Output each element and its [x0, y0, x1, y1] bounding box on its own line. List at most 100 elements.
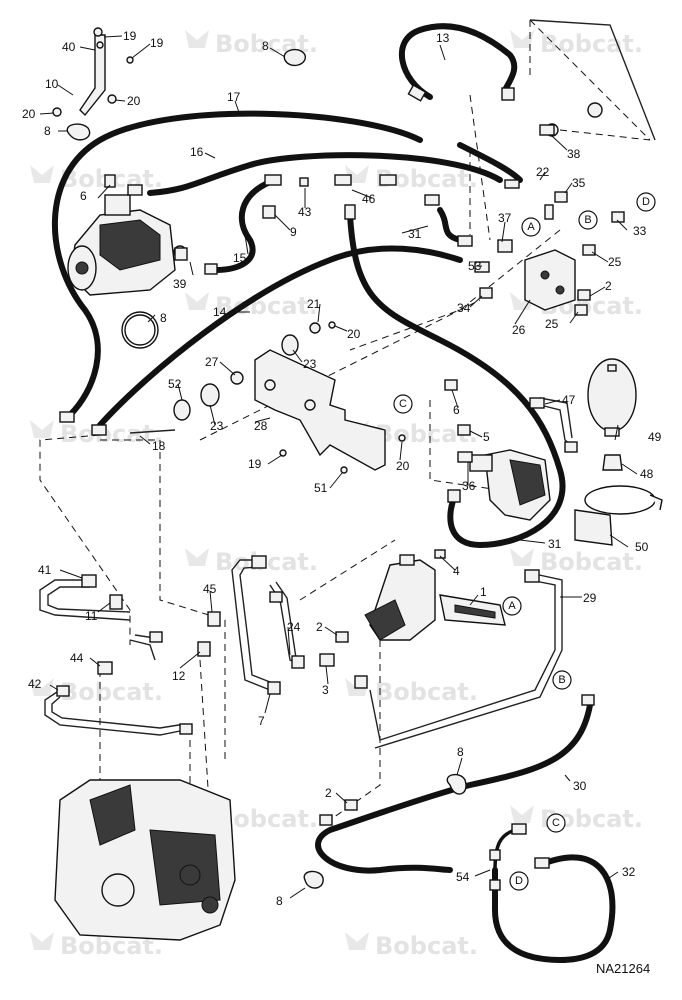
hydraulic-pump-icon — [67, 194, 187, 296]
bobcat-logo-icon — [185, 292, 209, 310]
svg-text:D: D — [515, 875, 523, 887]
watermark-text: Bobcat. — [60, 420, 163, 448]
hose-32 — [492, 854, 616, 963]
leader-lines — [39, 35, 638, 899]
rigid-tubes — [39, 397, 576, 749]
callout-11: 11 — [85, 609, 98, 623]
bobcat-logo-icon — [345, 932, 369, 950]
callout-35: 35 — [572, 176, 586, 190]
svg-text:B: B — [558, 674, 565, 686]
connector-d-upper: D — [636, 192, 656, 212]
svg-text:C: C — [399, 398, 407, 410]
callout-8: 8 — [457, 745, 464, 759]
bobcat-logo-icon — [185, 30, 209, 48]
isolator-23-lower — [129, 371, 244, 434]
callout-20: 20 — [127, 94, 141, 108]
callout-42: 42 — [28, 677, 42, 691]
callout-labels: 40 19 19 10 20 20 8 8 17 16 13 22 35 38 … — [22, 29, 662, 908]
callout-45: 45 — [203, 582, 217, 596]
callout-50: 50 — [635, 540, 649, 554]
callout-14: 14 — [213, 305, 227, 319]
callout-24: 24 — [287, 620, 301, 634]
connector-b-upper: B — [578, 210, 598, 230]
callout-47: 47 — [562, 393, 576, 407]
callout-9: 9 — [290, 225, 297, 239]
callout-36: 36 — [462, 479, 476, 493]
clamp-8-mid — [446, 773, 467, 795]
hose-16 — [147, 152, 503, 196]
callout-8: 8 — [262, 39, 269, 53]
callout-25: 25 — [545, 317, 559, 331]
callout-23: 23 — [210, 419, 224, 433]
callout-31: 31 — [408, 227, 422, 241]
callout-6: 6 — [80, 189, 87, 203]
callout-26: 26 — [512, 323, 526, 337]
watermark-layer: Bobcat. Bobcat. Bobcat. Bobcat. Bobcat. … — [30, 30, 643, 960]
bracket-50 — [574, 485, 663, 546]
svg-text:B: B — [584, 214, 591, 226]
callout-3: 3 — [322, 683, 329, 697]
accumulator-49 — [587, 358, 637, 471]
clamp-8-left — [66, 123, 91, 141]
connector-b-lower: B — [552, 670, 572, 690]
hose-clamp-8 — [121, 311, 159, 349]
callout-5: 5 — [483, 430, 490, 444]
callout-48: 48 — [640, 467, 654, 481]
callout-38: 38 — [567, 147, 581, 161]
callout-10: 10 — [45, 77, 59, 91]
bobcat-logo-icon — [30, 420, 54, 438]
callout-32: 32 — [622, 865, 636, 879]
hose-31-lower — [347, 212, 566, 548]
bobcat-logo-icon — [30, 932, 54, 950]
bracket-40 — [79, 34, 106, 117]
svg-text:D: D — [642, 196, 650, 208]
callout-18: 18 — [152, 439, 166, 453]
bobcat-logo-icon — [30, 678, 54, 696]
callout-8: 8 — [160, 311, 167, 325]
callout-1: 1 — [480, 585, 487, 599]
callout-20: 20 — [347, 327, 361, 341]
callout-19: 19 — [150, 36, 164, 50]
callout-13: 13 — [436, 31, 450, 45]
watermark-text: Bobcat. — [375, 932, 478, 960]
callout-53: 53 — [468, 259, 482, 273]
callout-46: 46 — [362, 192, 376, 206]
hose-15 — [212, 179, 273, 273]
callout-43: 43 — [298, 205, 312, 219]
callout-8: 8 — [44, 124, 51, 138]
callout-12: 12 — [172, 669, 186, 683]
bobcat-logo-icon — [30, 165, 54, 183]
callout-19: 19 — [123, 29, 137, 43]
transmission-housing — [54, 779, 236, 941]
callout-54: 54 — [456, 870, 470, 884]
fittings — [52, 27, 625, 891]
bobcat-logo-icon — [510, 292, 534, 310]
callout-52: 52 — [168, 377, 182, 391]
callout-19: 19 — [248, 457, 262, 471]
callout-23: 23 — [303, 357, 317, 371]
hose-30 — [315, 702, 593, 874]
callout-15: 15 — [233, 251, 247, 265]
connector-c-mid: C — [393, 394, 413, 414]
bobcat-logo-icon — [510, 805, 534, 823]
clamp-8-bottom — [303, 870, 324, 889]
hose-13 — [399, 23, 518, 100]
control-valve — [364, 554, 506, 641]
callout-7: 7 — [258, 714, 265, 728]
watermark-text: Bobcat. — [540, 548, 643, 576]
svg-text:A: A — [508, 600, 516, 612]
hose-14 — [97, 245, 463, 428]
callout-33: 33 — [633, 224, 647, 238]
callout-21: 21 — [307, 297, 321, 311]
svg-text:C: C — [552, 817, 560, 829]
callout-37: 37 — [498, 211, 512, 225]
callout-2: 2 — [316, 620, 323, 634]
callout-2: 2 — [605, 279, 612, 293]
isolator-23-upper — [281, 322, 321, 356]
callout-40: 40 — [62, 40, 76, 54]
callout-22: 22 — [536, 165, 550, 179]
callout-20: 20 — [22, 107, 36, 121]
connectors: A B D C A B C D — [393, 192, 656, 891]
parts — [54, 19, 663, 941]
